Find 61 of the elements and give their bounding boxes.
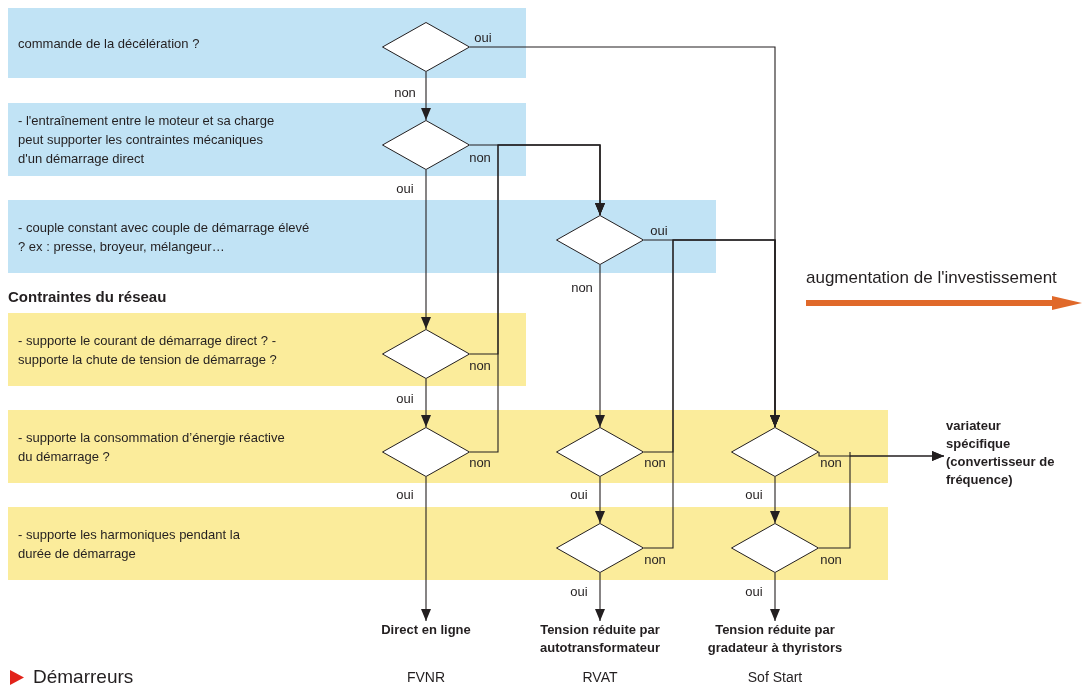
decision-diamond	[382, 22, 470, 72]
question-band	[8, 103, 526, 176]
edge-label: oui	[396, 180, 414, 196]
arrow	[818, 451, 945, 549]
edge-label: oui	[745, 486, 763, 502]
result-text: variateur spécifique (convertisseur de fréquence)	[946, 417, 1056, 489]
question-band	[8, 313, 526, 386]
arrow	[595, 476, 605, 524]
decision-diamond	[556, 523, 644, 573]
edge-label: oui	[570, 486, 588, 502]
arrow	[595, 264, 605, 428]
decision-diamond	[382, 120, 470, 170]
arrow	[595, 572, 605, 622]
decision-diamond	[382, 427, 470, 477]
question-text: - supporte la consommation d’énergie réactive du démarrage ?	[18, 428, 286, 466]
starter-code: FVNR	[406, 669, 446, 685]
edge-label: non	[571, 279, 593, 295]
arrow	[421, 378, 431, 428]
edge-label: non	[644, 551, 666, 567]
edge-label: non	[394, 84, 416, 100]
question-band	[8, 200, 716, 273]
result-text: Tension réduite par autotransformateur	[539, 621, 661, 657]
arrow	[770, 476, 780, 524]
edge-label: oui	[650, 222, 668, 238]
footer-text: Démarreurs	[33, 666, 134, 685]
edge-label: oui	[396, 486, 414, 502]
edge-label: non	[469, 357, 491, 373]
starter-code: Sof Start	[747, 669, 803, 685]
edge-label: non	[820, 551, 842, 567]
arrow	[643, 239, 780, 549]
question-text: - couple constant avec couple de démarrage élevé ? ex : presse, broyeur, mélangeur…	[18, 218, 311, 256]
edge-label: non	[469, 454, 491, 470]
section-heading: Contraintes du réseau	[8, 288, 167, 306]
question-band	[8, 8, 526, 78]
question-text: commande de la décélération ?	[18, 34, 201, 53]
arrow	[421, 476, 431, 622]
arrow	[421, 71, 431, 121]
edge-label: oui	[745, 583, 763, 599]
question-band	[8, 507, 888, 580]
result-text: Tension réduite par gradateur à thyristors	[706, 621, 844, 657]
question-text: - supporte le courant de démarrage direct ? - supporte la chute de tension de démarrage ?	[18, 331, 278, 369]
decision-diamond	[556, 215, 644, 265]
question-text: - l'entraînement entre le moteur et sa charge peut supporter les contraintes mécaniques d'un démarrage direct	[18, 112, 276, 168]
decision-diamond	[731, 523, 819, 573]
edge-label: oui	[570, 583, 588, 599]
result-text: Direct en ligne	[381, 621, 471, 639]
edge-label: non	[469, 149, 491, 165]
decision-diamond	[382, 329, 470, 379]
edge-label: non	[644, 454, 666, 470]
edge-label: oui	[474, 29, 492, 45]
question-text: - supporte les harmoniques pendant la durée de démarrage	[18, 525, 241, 563]
arrow	[421, 169, 431, 330]
axis-caption: augmentation de l'investissement	[806, 268, 1057, 288]
decision-diamond	[556, 427, 644, 477]
question-band	[8, 410, 888, 483]
decision-diamond	[731, 427, 819, 477]
edge-label: oui	[396, 390, 414, 406]
edge-label: non	[820, 454, 842, 470]
arrow	[469, 144, 605, 453]
starter-code: RVAT	[582, 669, 618, 685]
arrow	[770, 572, 780, 622]
